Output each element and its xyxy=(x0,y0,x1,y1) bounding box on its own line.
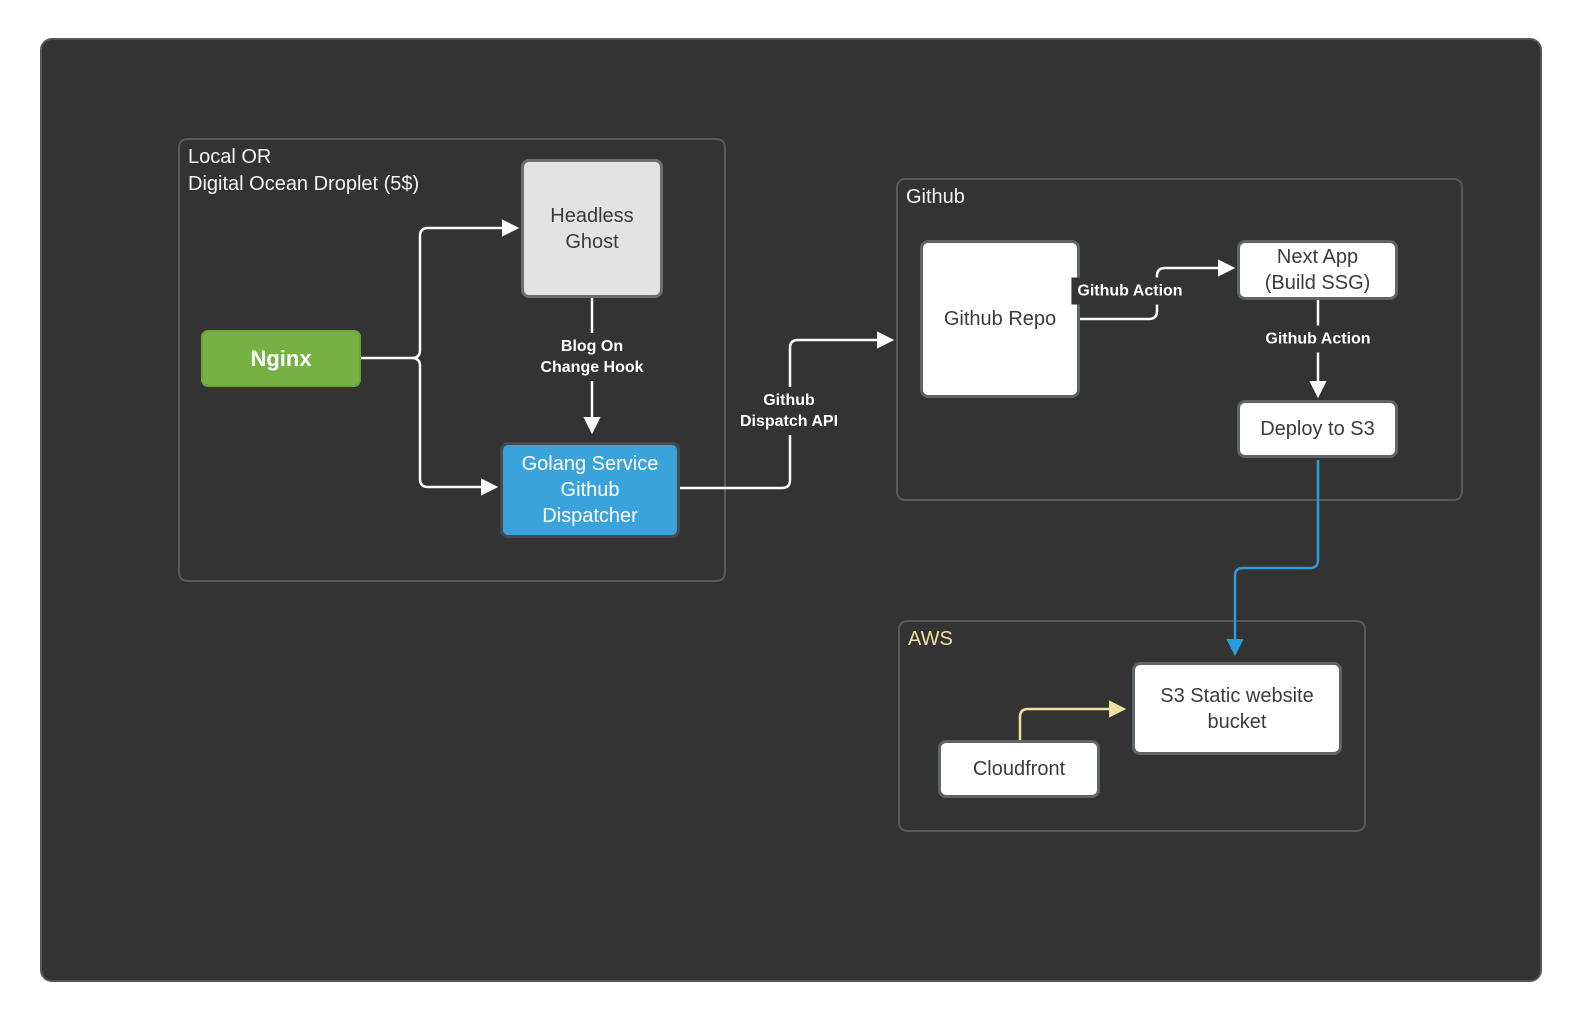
node-cloudfront: Cloudfront xyxy=(938,740,1100,798)
node-s3-bucket-label: S3 Static website bucket xyxy=(1160,684,1314,733)
node-nginx: Nginx xyxy=(201,330,361,387)
node-github-repo: Github Repo xyxy=(920,240,1080,398)
node-deploy-to-s3: Deploy to S3 xyxy=(1237,400,1398,458)
node-s3-bucket: S3 Static website bucket xyxy=(1132,662,1342,755)
group-local-droplet: Local OR Digital Ocean Droplet (5$) xyxy=(178,138,726,582)
group-github: Github xyxy=(896,178,1463,501)
group-aws: AWS xyxy=(898,620,1366,832)
group-aws-label: AWS xyxy=(908,628,953,650)
edge-label-blog-on-change-hook: Blog On Change Hook xyxy=(534,333,650,381)
group-local-droplet-label: Local OR Digital Ocean Droplet (5$) xyxy=(188,146,420,195)
node-deploy-to-s3-label: Deploy to S3 xyxy=(1260,418,1375,440)
edge-label-github-action-build: Github Action xyxy=(1071,277,1189,305)
node-golang-dispatcher: Golang Service Github Dispatcher xyxy=(500,442,680,538)
edge-label-github-dispatch-api: Github Dispatch API xyxy=(733,387,845,435)
group-github-label: Github xyxy=(906,186,965,208)
node-headless-ghost-label: Headless Ghost xyxy=(550,204,634,253)
node-nginx-label: Nginx xyxy=(250,345,312,371)
node-next-app-label: Next App (Build SSG) xyxy=(1264,246,1371,294)
node-headless-ghost: Headless Ghost xyxy=(521,159,663,298)
edge-label-github-action-deploy: Github Action xyxy=(1259,325,1377,353)
node-github-repo-label: Github Repo xyxy=(943,308,1057,330)
node-golang-dispatcher-label: Golang Service Github Dispatcher xyxy=(521,453,659,527)
node-cloudfront-label: Cloudfront xyxy=(972,758,1066,780)
node-next-app: Next App (Build SSG) xyxy=(1237,240,1398,300)
